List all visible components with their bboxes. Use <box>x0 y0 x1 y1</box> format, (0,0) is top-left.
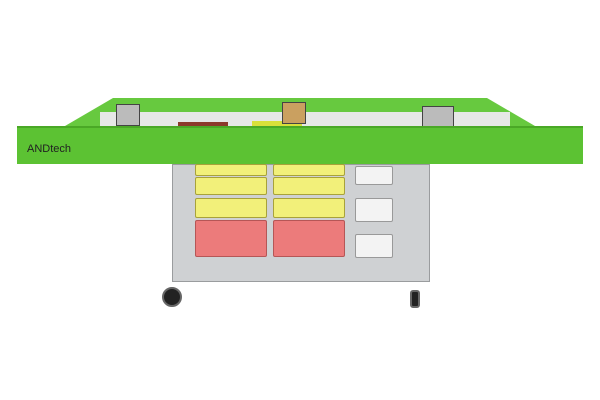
tray <box>273 198 345 218</box>
logo: ANDtech <box>27 143 72 155</box>
tray <box>273 177 345 195</box>
tray <box>355 198 393 222</box>
tray <box>195 164 267 176</box>
tray <box>355 234 393 258</box>
tray <box>195 220 267 257</box>
caster-wheel <box>410 290 420 308</box>
tray <box>195 198 267 218</box>
tray <box>355 166 393 185</box>
caster-wheel <box>162 287 182 307</box>
tray <box>195 177 267 195</box>
mat-marker <box>252 121 302 130</box>
robot <box>422 106 454 128</box>
tray <box>273 220 345 257</box>
robot <box>116 104 140 126</box>
tray <box>273 164 345 176</box>
table-front-edge <box>17 126 583 164</box>
robot <box>282 102 306 124</box>
